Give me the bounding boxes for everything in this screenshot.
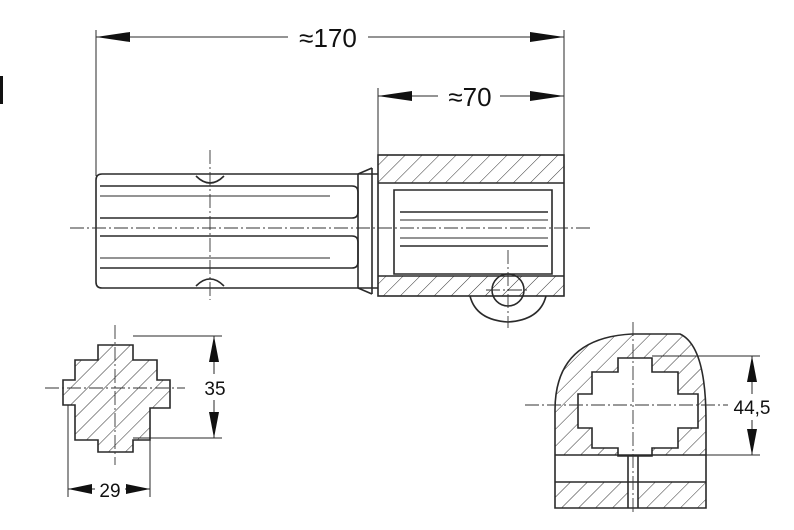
coupling-sleeve [377, 154, 565, 328]
dimension-overall-length: ≈170 [96, 20, 564, 53]
dimension-sleeve-length: ≈70 [378, 80, 564, 112]
shaft-diameter-label: 35 [204, 379, 225, 400]
shaft-root-width-label: 29 [99, 481, 120, 502]
side-view: ≈170 ≈70 [70, 20, 590, 328]
overall-length-label: ≈170 [299, 23, 357, 53]
sleeve-cross-section: 44,5 [525, 322, 776, 515]
shaft-cross-section: 35 29 [45, 325, 228, 502]
sleeve-length-label: ≈70 [448, 82, 491, 112]
splined-shaft [95, 150, 378, 300]
sleeve-height-label: 44,5 [734, 398, 771, 419]
edge-mark [0, 76, 3, 104]
